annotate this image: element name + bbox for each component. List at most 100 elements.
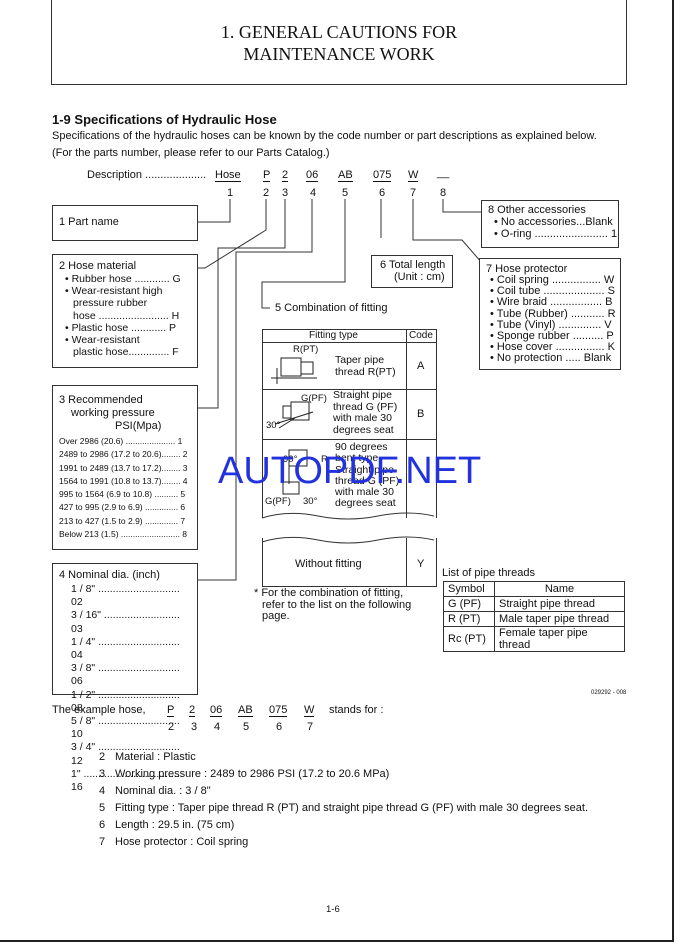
example-num: 3 [191,721,198,733]
fitting-b-tag: G(PF) [301,393,327,404]
part-name-label: 1 Part name [59,216,119,228]
total-length-unit: (Unit : cm) [394,271,445,283]
pressure-title-1: 3 Recommended [59,394,143,406]
box-total-length: 6 Total length (Unit : cm) [371,255,453,288]
chapter-title-line2: MAINTENANCE WORK [243,44,435,64]
pipe-name: Straight pipe thread [494,596,625,612]
figure-id: 029292 - 008 [591,690,627,696]
fitting-b-angle: 30° [266,420,281,431]
fitting-a-tag: R(PT) [293,344,319,355]
pipe-symbol: Rc (PT) [443,626,495,652]
section-title: 1-9 Specifications of Hydraulic Hose [52,112,277,127]
example-num: 2 [168,721,175,733]
example-code: 06 [210,704,223,717]
description-label: Description .................... [87,169,207,181]
num-6: 6 [379,187,386,199]
pipe-header-symbol: Symbol [443,581,495,597]
code-material: P [263,169,271,182]
example-code: 075 [269,704,288,717]
pipe-symbol: R (PT) [443,611,495,627]
protector-list: • Coil spring ................ W • Coil … [490,274,616,365]
fitting-b-drawing [274,401,314,429]
fitting-c-label: 90 degrees bent type. Straight pipe thre… [335,441,400,510]
fitting-type-table: Fitting type Code R(PT) Taper pipe threa… [262,329,437,518]
box-nominal-dia: 4 Nominal dia. (inch) 1 / 8" ...........… [52,563,198,793]
pipe-name: Female taper pipe thread [494,626,625,652]
example-num: 6 [276,721,283,733]
example-stands-for: stands for : [329,704,384,716]
example-intro: The example hose, [52,704,146,716]
box-hose-material: 2 Hose material • Rubber hose ..........… [52,254,198,368]
num-5: 5 [342,187,349,199]
intro-note: (For the parts number, please refer to o… [52,147,330,159]
intro-text: Specifications of the hydraulic hoses ca… [52,130,597,142]
fitting-c-angle: 30° [303,496,318,507]
pressure-list: Over 2986 (20.6) ..................... 1… [59,436,188,540]
example-code: P [167,704,175,717]
fitting-c-angle2: 90° [283,454,298,465]
fitting-a-code: A [417,360,425,372]
pipe-threads-title: List of pipe threads [442,567,535,579]
col-fitting-type: Fitting type [309,330,358,341]
hose-material-list: • Rubber hose ............ G • Wear-resi… [65,273,181,359]
other-list: • No accessories...Blank • O-ring ......… [494,216,618,240]
example-code: 2 [189,704,196,717]
pressure-title-3: PSI(Mpa) [115,420,162,432]
fitting-a-label: Taper pipe thread R(PT) [335,354,396,378]
pipe-header-name: Name [494,581,625,597]
box-working-pressure: 3 Recommended working pressure PSI(Mpa) … [52,385,198,550]
fitting-c-tag2: R [321,454,328,465]
col-code: Code [409,330,433,341]
code-length: 075 [373,169,392,182]
fitting-b-code: B [417,408,425,420]
page-number: 1-6 [326,904,340,915]
without-fitting-label: Without fitting [295,558,362,570]
total-length-title: 6 Total length [380,259,446,271]
fitting-a-drawing [271,357,317,384]
combination-label: 5 Combination of fitting [275,302,388,314]
example-num: 5 [243,721,250,733]
nominal-list: 1 / 8" ............................ 02 3… [71,583,183,794]
hose-material-title: 2 Hose material [59,260,137,272]
combination-note: * For the combination of fitting, refer … [254,587,412,622]
without-fitting-code: Y [417,558,425,570]
code-hose: Hose [215,169,241,182]
num-2: 2 [263,187,270,199]
num-7: 7 [410,187,417,199]
chapter-header: 1. GENERAL CAUTIONS FOR MAINTENANCE WORK [51,0,627,85]
nominal-title: 4 Nominal dia. (inch) [59,569,160,581]
num-3: 3 [282,187,289,199]
fitting-c-tag: G(PF) [265,496,291,507]
box-other-accessories: 8 Other accessories • No accessories...B… [481,200,619,248]
table-break-lines [261,512,435,544]
protector-title: 7 Hose protector [486,263,568,275]
code-diameter: 06 [306,169,319,182]
other-title: 8 Other accessories [488,204,586,216]
code-accessory: __ [437,167,450,179]
num-1: 1 [227,187,234,199]
chapter-title-line1: 1. GENERAL CAUTIONS FOR [220,22,458,42]
example-code: W [304,704,315,717]
code-pressure: 2 [282,169,289,182]
example-code: AB [238,704,253,717]
code-fitting: AB [338,169,353,182]
fitting-b-label: Straight pipe thread G (PF) with male 30… [333,389,398,436]
box-hose-protector: 7 Hose protector • Coil spring .........… [479,258,621,370]
fitting-table-header: Fitting type Code [263,330,436,343]
num-4: 4 [310,187,317,199]
pipe-symbol: G (PF) [443,596,495,612]
example-num: 7 [307,721,314,733]
without-fitting-row: Without fitting Y [262,538,437,587]
pipe-name: Male taper pipe thread [494,611,625,627]
fitting-c-drawing [275,449,308,495]
num-8: 8 [440,187,447,199]
pipe-threads-table: Symbol Name G (PF) Straight pipe thread … [443,581,625,652]
box-part-name: 1 Part name [52,205,198,241]
watermark: AUTOPDF.NET [218,450,482,492]
pressure-title-2: working pressure [71,407,155,419]
example-num: 4 [214,721,221,733]
code-protector: W [408,169,419,182]
